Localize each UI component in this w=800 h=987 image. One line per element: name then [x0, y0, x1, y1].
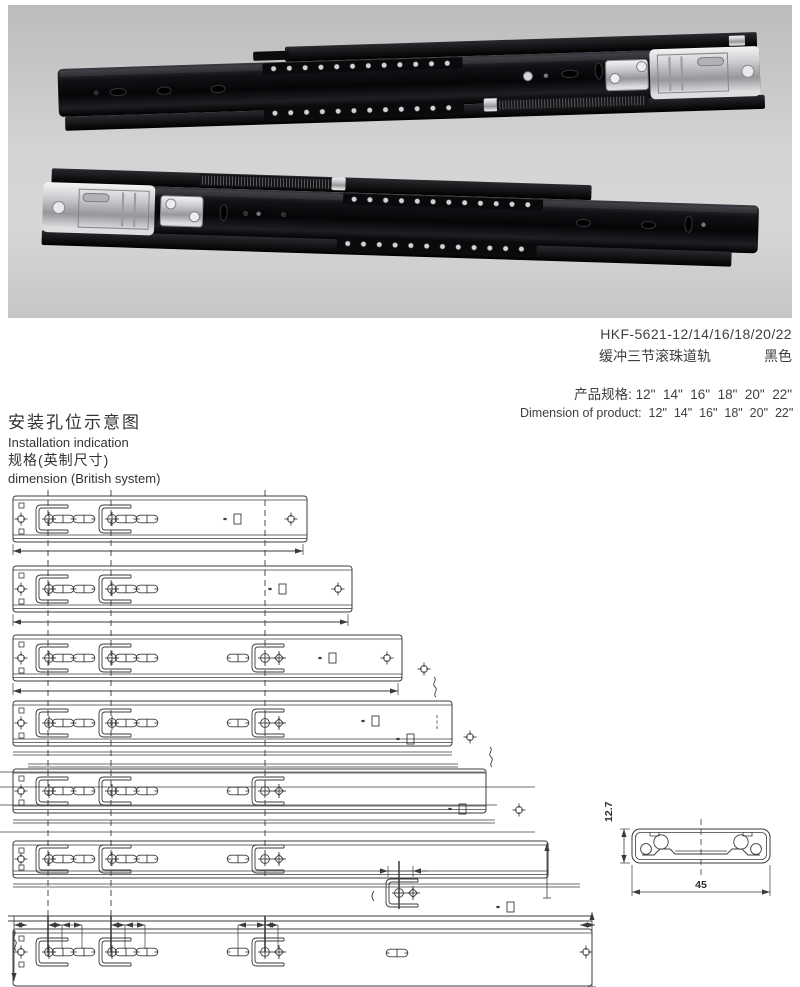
product-photo-svg — [8, 5, 792, 318]
product-name-cn: 缓冲三节滚珠道轨 — [599, 348, 711, 364]
drawer-slide-photo-bottom — [41, 168, 759, 267]
spring-coils — [499, 96, 645, 110]
slide-drawing-row — [8, 912, 596, 987]
product-spec-cn: 产品规格: 12" 14" 16" 18" 20" 22" — [574, 387, 792, 402]
drawer-slide-photo-top — [57, 32, 766, 131]
slide-drawing-row — [12, 700, 493, 768]
silver-end — [649, 46, 761, 100]
product-name-line: 缓冲三节滚珠道轨 黑色 — [599, 346, 792, 366]
reference-dashed-lines — [47, 490, 266, 956]
product-spec-en: Dimension of product: 12" 14" 16" 18" 20… — [520, 406, 794, 420]
product-photo — [8, 5, 792, 318]
bearing-dots-row — [270, 60, 451, 72]
section-subtitle-en: dimension (British system) — [8, 471, 161, 486]
spring-coils — [202, 175, 330, 189]
bearing-dots-row — [344, 240, 525, 252]
cross-section-height-label: 12.7 — [603, 801, 615, 822]
installation-diagram-svg: 12.7 45 — [0, 490, 771, 987]
cross-section-width-label: 45 — [695, 879, 707, 891]
section-titles: 安装孔位示意图 Installation indication 规格(英制尺寸)… — [8, 412, 160, 487]
cross-section-detail: 12.7 45 — [603, 801, 771, 896]
mounting-plate — [159, 195, 204, 228]
product-info: HKF-5621-12/14/16/18/20/22 缓冲三节滚珠道轨 黑色 产… — [520, 326, 794, 420]
section-subtitle-cn: 规格(英制尺寸) — [8, 452, 110, 468]
slide-drawing-row — [0, 768, 535, 833]
slide-drawing-row — [12, 840, 580, 913]
slide-drawing-row — [12, 634, 437, 698]
bearing-dots-row — [272, 104, 452, 117]
product-model: HKF-5621-12/14/16/18/20/22 — [600, 326, 792, 342]
section-title-en: Installation indication — [8, 435, 129, 450]
product-color-cn: 黑色 — [764, 348, 792, 364]
installation-diagram: 12.7 45 — [0, 486, 800, 987]
slide-drawing-row — [12, 565, 353, 626]
section-title-cn: 安装孔位示意图 — [8, 413, 141, 432]
bearing-dots-row — [351, 196, 531, 208]
silver-end — [42, 182, 156, 236]
slide-drawing-row — [12, 495, 308, 555]
